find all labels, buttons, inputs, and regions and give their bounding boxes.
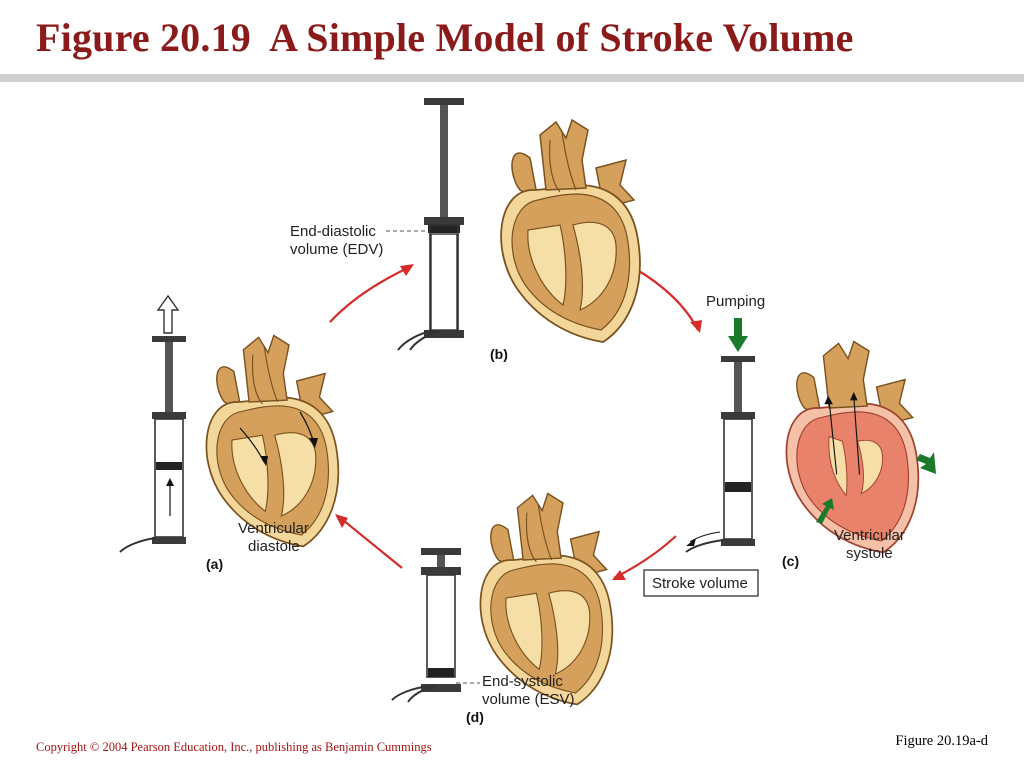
slide-title: Figure 20.19 A Simple Model of Stroke Vo… <box>36 15 854 60</box>
pressure-arrow-icon <box>916 452 936 474</box>
panel-c: Pumping <box>643 293 936 597</box>
heart-illustration <box>785 340 920 554</box>
copyright-notice: Copyright © 2004 Pearson Education, Inc.… <box>36 740 432 754</box>
figure-reference: Figure 20.19a-d <box>895 733 988 749</box>
syringe-icon <box>391 548 461 703</box>
title-divider <box>0 74 1024 82</box>
esv-label-line1: End-systolic <box>482 673 563 690</box>
stroke-volume-box <box>643 569 759 597</box>
panel-d-letter: (d) <box>466 709 484 725</box>
panel-a-caption-line1: Ventricular <box>238 520 309 537</box>
syringe-icon <box>685 356 755 553</box>
panel-a-letter: (a) <box>206 556 223 572</box>
cycle-arrow-icon <box>329 264 414 323</box>
cycle-arrow-icon <box>335 514 403 569</box>
cycle-arrow-icon <box>633 267 702 333</box>
pull-up-arrow-icon <box>156 294 180 334</box>
syringe-icon <box>119 336 186 553</box>
panel-a-caption-line2: diastole <box>248 538 300 555</box>
panel-b: End-diastolic volume (EDV) (b) <box>290 97 641 362</box>
stroke-volume-label: Stroke volume <box>652 575 748 592</box>
heart-illustration <box>500 119 641 343</box>
panel-c-letter: (c) <box>782 553 799 569</box>
cycle-arrow-icon <box>612 535 677 580</box>
panel-c-caption-line1: Ventricular <box>834 527 905 544</box>
heart-illustration <box>205 334 340 548</box>
panel-a: Ventricular diastole (a) <box>119 294 340 572</box>
edv-label-line2: volume (EDV) <box>290 241 383 258</box>
panel-c-caption-line2: systole <box>846 545 893 562</box>
panel-b-letter: (b) <box>490 346 508 362</box>
pressure-arrow-icon <box>816 498 834 524</box>
edv-label-line1: End-diastolic <box>290 223 376 240</box>
esv-label-line2: volume (ESV) <box>482 691 575 708</box>
pressure-arrow-icon <box>728 318 748 352</box>
panel-d: End-systolic volume (ESV) (d) <box>391 492 614 725</box>
pumping-label: Pumping <box>706 293 765 310</box>
